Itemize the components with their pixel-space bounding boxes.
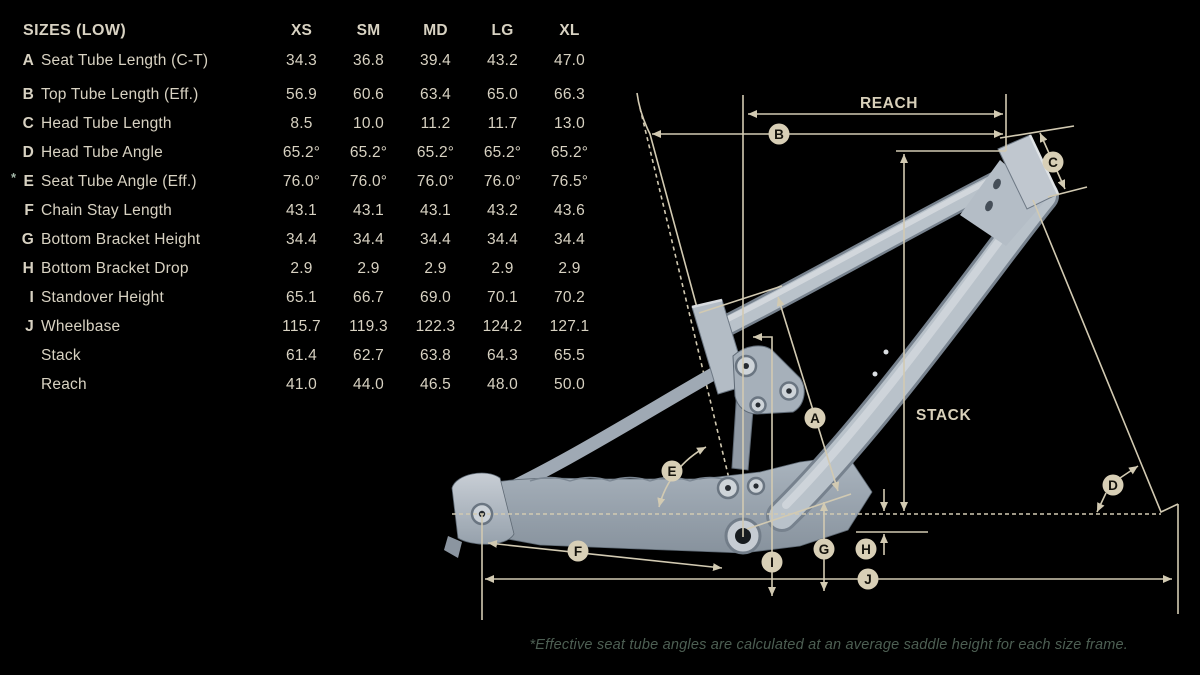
reach-label: REACH xyxy=(860,95,918,112)
seat-tube-axis-line xyxy=(636,92,700,316)
standover-dimension-line xyxy=(753,333,776,596)
effective-seat-angle-dashed-line xyxy=(639,107,744,538)
col-header-lg: LG xyxy=(491,22,514,39)
bottle-boss-1 xyxy=(883,349,889,355)
dropout-tab xyxy=(444,536,462,558)
svg-text:J: J xyxy=(864,572,872,587)
badge-g: G xyxy=(813,538,835,560)
badge-f: F xyxy=(567,540,589,562)
steering-axis-line xyxy=(1032,199,1179,514)
seat-mast-top-face xyxy=(691,298,723,309)
svg-text:B: B xyxy=(774,127,784,142)
svg-text:H: H xyxy=(861,542,871,557)
svg-text:C: C xyxy=(1048,155,1058,170)
seat-tube-dimension-arrow xyxy=(776,296,840,492)
badge-a: A xyxy=(804,407,826,429)
cable-port-upper xyxy=(993,178,1001,190)
svg-text:A: A xyxy=(810,411,820,426)
badge-c: C xyxy=(1042,151,1064,173)
svg-text:D: D xyxy=(1108,478,1118,493)
chainstay-dimension-arrow xyxy=(487,539,723,572)
svg-text:I: I xyxy=(770,555,774,570)
bike-frame xyxy=(444,134,1060,558)
bottle-boss-2 xyxy=(872,371,878,377)
badge-b: B xyxy=(768,123,790,145)
head-tube-bottom-tick xyxy=(1047,186,1088,198)
top-tube-highlight xyxy=(709,173,1001,330)
dimension-badges: B C A E D F I G H J xyxy=(567,123,1124,590)
col-header-xl: XL xyxy=(559,22,580,39)
col-header-md: MD xyxy=(423,22,448,39)
head-tube-top-tick xyxy=(999,125,1075,139)
badge-d: D xyxy=(1102,474,1124,496)
svg-text:F: F xyxy=(574,544,582,559)
head-angle-arrow-lower xyxy=(1096,492,1107,513)
col-header-sm: SM xyxy=(356,22,381,39)
svg-text:E: E xyxy=(667,464,676,479)
cable-port-lower xyxy=(985,200,993,212)
col-header-xs: XS xyxy=(290,22,313,39)
stack-label: STACK xyxy=(916,407,971,424)
top-tube xyxy=(705,171,1009,341)
head-angle-arrow-upper xyxy=(1119,465,1139,479)
badge-i: I xyxy=(761,551,783,573)
table-title: SIZES (LOW) xyxy=(23,22,127,39)
badge-e: E xyxy=(661,460,683,482)
badge-j: J xyxy=(857,568,879,590)
seat-angle-lines xyxy=(636,92,744,538)
footnote-asterisk: * xyxy=(11,170,17,185)
svg-text:G: G xyxy=(819,542,830,557)
footnote: *Effective seat tube angles are calculat… xyxy=(529,637,1128,653)
badge-h: H xyxy=(855,538,877,560)
table-header-row: SIZES (LOW) XS SM MD LG XL xyxy=(8,21,612,41)
seat-top-tick xyxy=(698,285,783,314)
